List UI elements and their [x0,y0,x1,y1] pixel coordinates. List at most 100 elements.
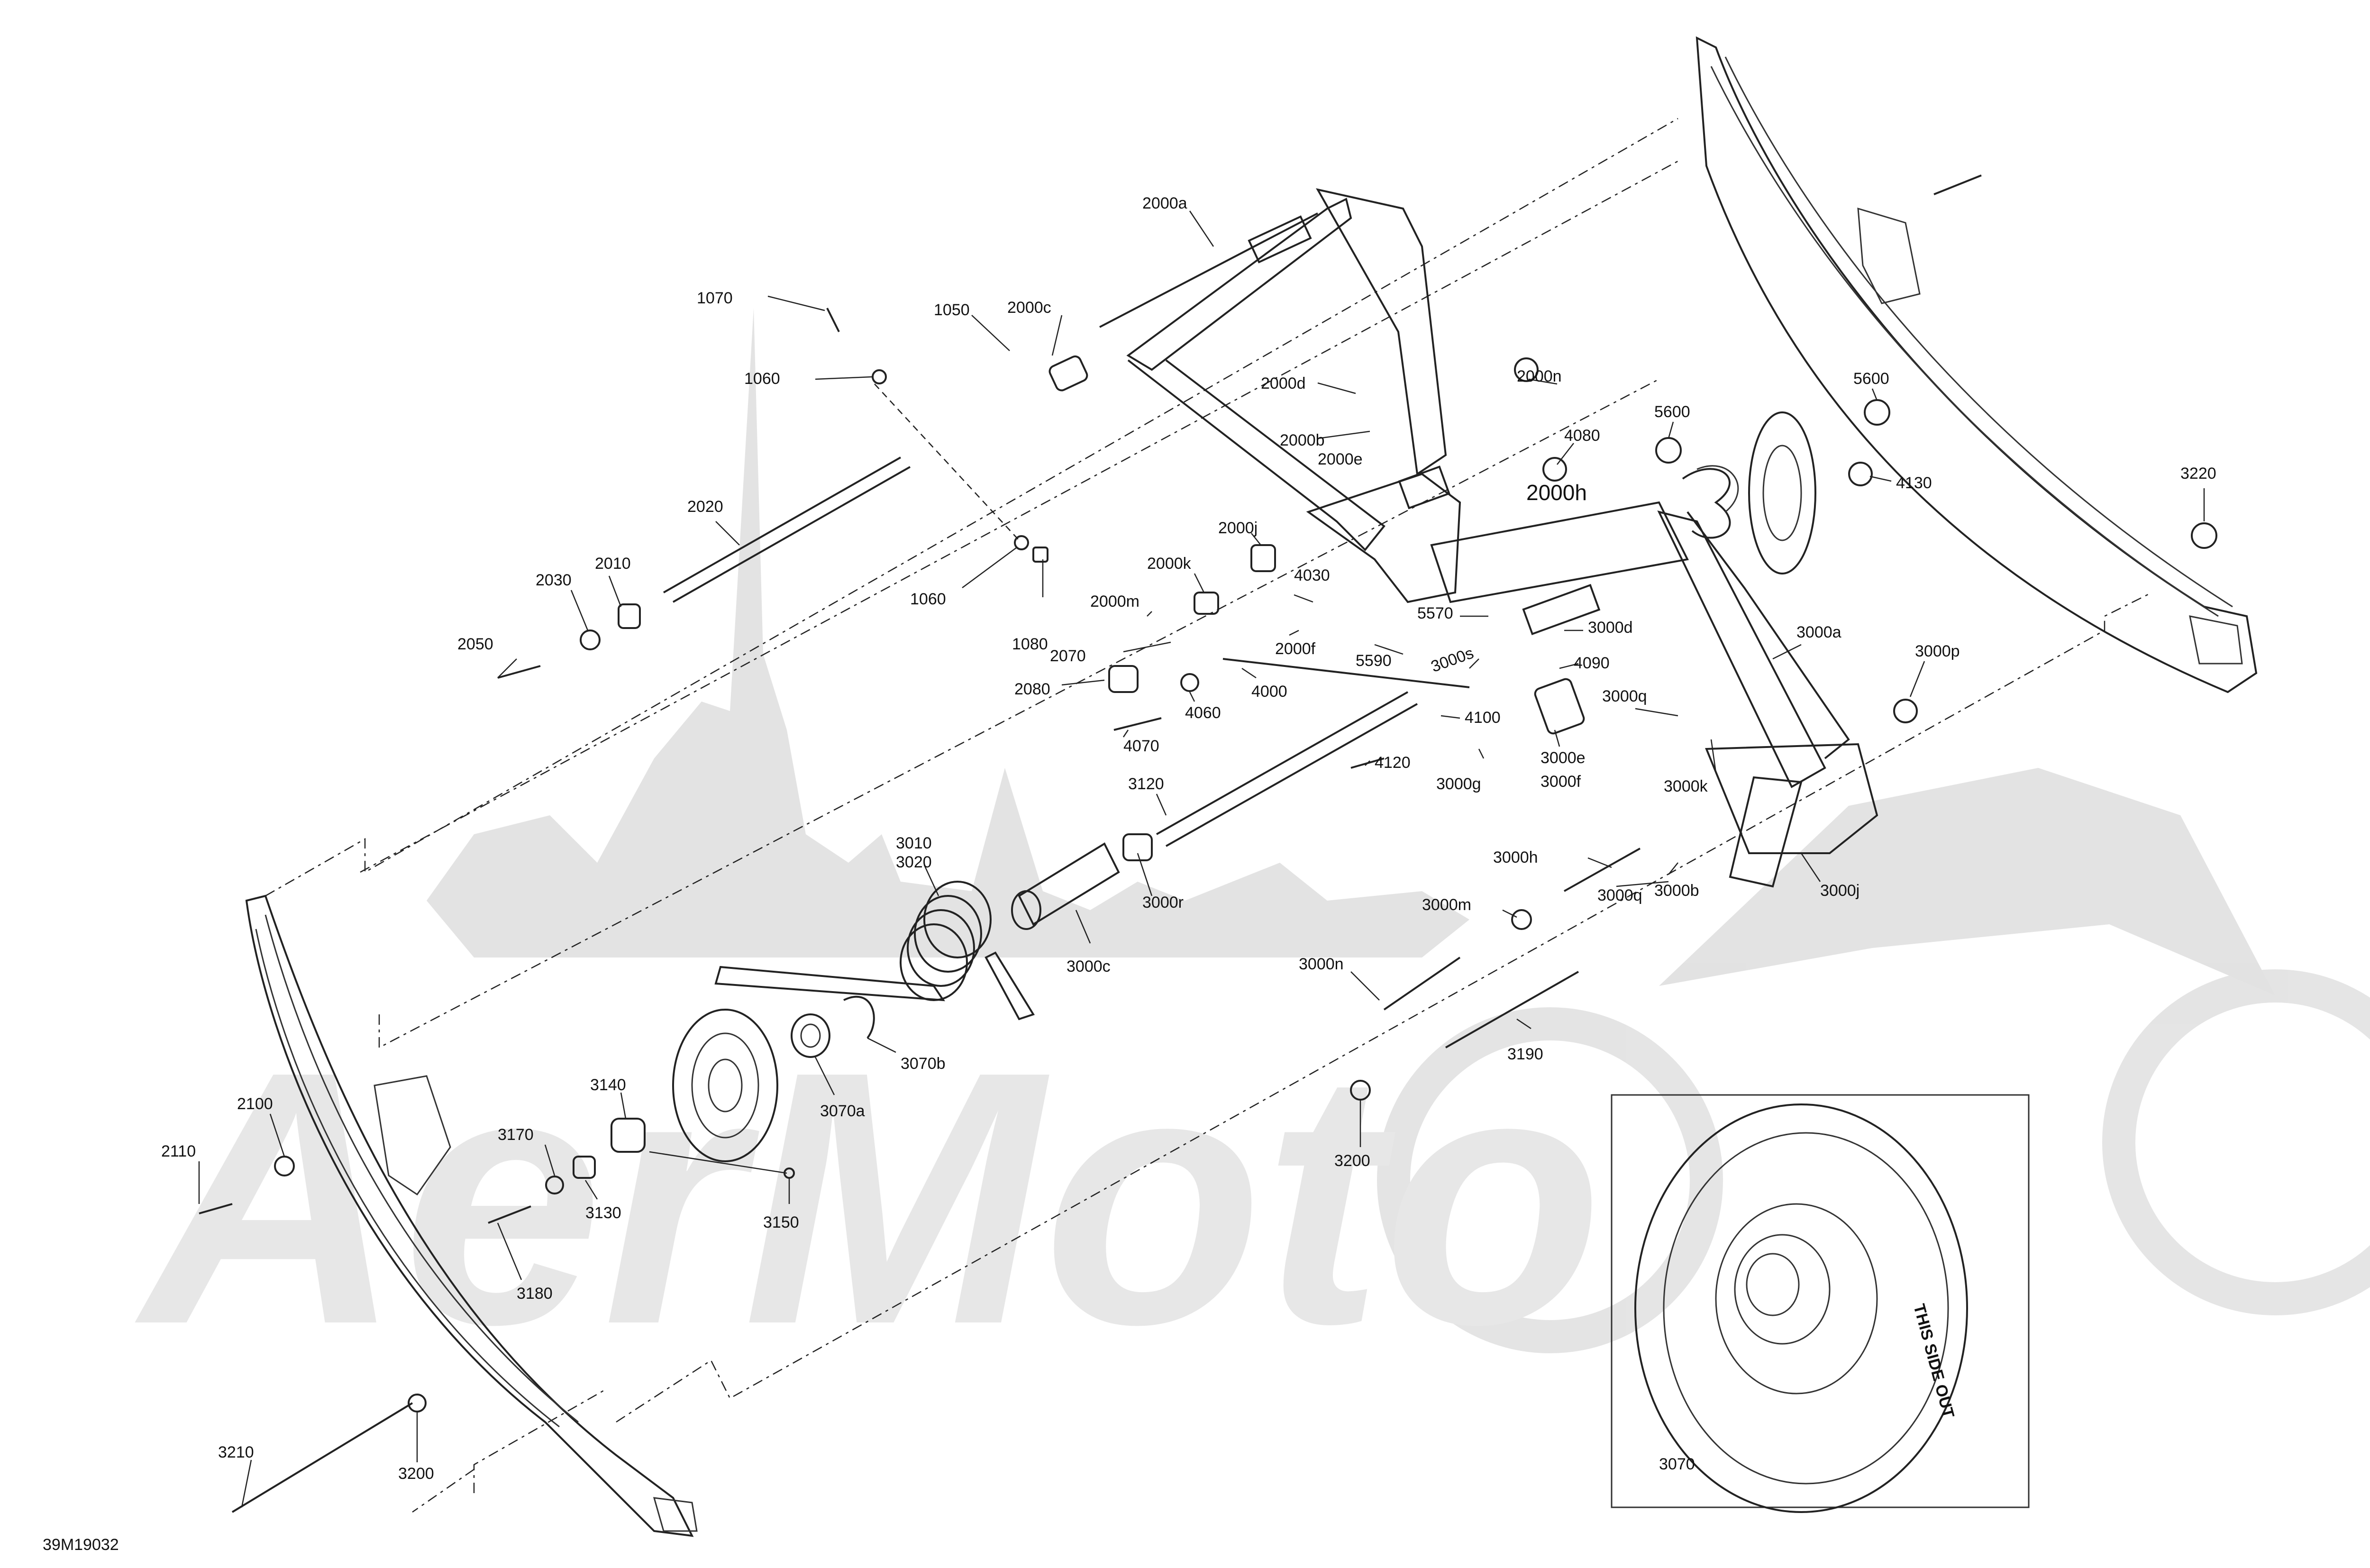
bolt-4070 [1113,717,1162,731]
callout-3000m: 3000m [1422,896,1471,914]
callout-3070a: 3070a [820,1102,865,1120]
callout-3000f: 3000f [1540,773,1581,791]
callout-3000a: 3000a [1796,623,1841,641]
shaft-4000 [1222,658,1470,688]
idler-wheel-3070 [672,995,875,1162]
callout-3140: 3140 [590,1076,626,1094]
watermark-spire [427,308,1469,957]
shaft-2020 [663,456,901,593]
callout-4000: 4000 [1251,683,1287,701]
watermark-wheel-left [1377,1007,1723,1353]
callout-2020: 2020 [687,498,723,516]
bearing-3070a [791,1013,830,1058]
callout-3000b: 3000b [1654,882,1699,900]
callout-3220: 3220 [2180,465,2216,483]
watermark-moto-frame [1659,768,2275,995]
nut-5600b [1864,399,1890,426]
callout-3000c: 3000c [1066,957,1111,975]
rod-3190 [1445,971,1579,1048]
callout-2110: 2110 [161,1142,196,1160]
callout-3000r: 3000r [1142,893,1184,912]
sleeve-3000c [1011,842,1120,930]
callout-2000f: 2000f [1275,640,1316,658]
callout-3200: 3200 [1334,1152,1370,1170]
bushing-2000j [1250,544,1276,572]
callout-3000q-lower: 3000q [1597,886,1642,904]
rear-arm-assembly [1430,501,1878,888]
callout-3000e: 3000e [1540,749,1586,767]
callout-3000j: 3000j [1820,882,1860,900]
spring-3010 [714,881,1035,1021]
circlip-3070b [843,995,875,1039]
watermark: AerMoto [131,308,2370,1399]
inset-wheel-text: THIS SIDE OUT [1910,1302,1958,1420]
watermark-text: AerMoto [131,997,1603,1399]
diagram-code: 39M19032 [43,1536,119,1554]
callout-1060: 1060 [744,370,780,388]
callout-2000e: 2000e [1318,450,1363,468]
callout-3000d: 3000d [1588,619,1633,637]
callout-2000n: 2000n [1517,367,1562,385]
callout-2010: 2010 [595,555,631,573]
callout-2080: 2080 [1014,680,1050,698]
callout-3000g: 3000g [1436,775,1481,793]
callout-2000a: 2000a [1142,194,1187,212]
callout-3000h: 3000h [1493,848,1538,866]
callout-4100: 4100 [1465,709,1501,727]
bushing-2000c [1048,355,1088,392]
rod-3000h [1564,848,1641,892]
callout-2000c: 2000c [1007,299,1051,317]
nut-4080 [1542,457,1567,482]
callout-4060: 4060 [1185,704,1221,722]
washer-1060-upper [872,369,887,384]
callout-4120: 4120 [1375,754,1411,772]
callout-2000k: 2000k [1147,555,1192,573]
callout-1050: 1050 [934,301,970,319]
callout-3150: 3150 [763,1213,799,1231]
bushing-3000r [1122,833,1153,861]
idler-wheel-upper [1682,411,1816,574]
callout-5590: 5590 [1356,652,1392,670]
callout-4080: 4080 [1564,427,1600,445]
bolt-2110 [199,1203,233,1214]
callout-3000q: 3000q [1602,687,1647,705]
callout-3000s: 3000s [1429,644,1476,676]
washer-3170 [545,1176,564,1194]
callout-3210: 3210 [218,1443,254,1461]
callout-3170: 3170 [498,1126,534,1144]
callout-3020: 3020 [896,853,932,871]
bushing-2080 [1108,665,1139,693]
rail-left [245,894,698,1537]
callout-2070: 2070 [1050,647,1086,665]
nut-1080 [1032,547,1048,563]
callout-1060-lower: 1060 [910,590,946,608]
callout-1080: 1080 [1012,635,1048,653]
shaft-3120 [1156,691,1408,835]
washer-3200b [408,1394,427,1413]
washer-3000m [1511,909,1532,930]
callout-3010: 3010 [896,834,932,852]
washer-1060-lower [1014,535,1029,550]
rod-3210 [231,1402,413,1513]
assembly-guide-lines [265,118,2152,1513]
watermark-wheel-right [2102,969,2370,1315]
callout-2030: 2030 [536,571,572,589]
callout-4070: 4070 [1123,737,1159,755]
callout-2100: 2100 [237,1095,273,1113]
callout-5570: 5570 [1417,604,1453,622]
inset-panel: THIS SIDE OUT [1611,1094,2030,1513]
leader-lines [198,210,2205,1508]
callout-1070: 1070 [697,289,733,307]
callout-5600: 5600 [1654,403,1690,421]
bushing-2010 [618,603,641,629]
bolt-3180 [488,1205,531,1224]
rail-right [1695,36,2258,693]
callout-2050: 2050 [457,635,493,653]
bushing-3140 [611,1118,646,1153]
bolt-1070 [826,308,840,332]
callout-3070b: 3070b [901,1055,946,1073]
callout-2000b: 2000b [1280,431,1325,449]
nut-2000n [1514,357,1539,382]
bushing-3130 [573,1156,596,1179]
